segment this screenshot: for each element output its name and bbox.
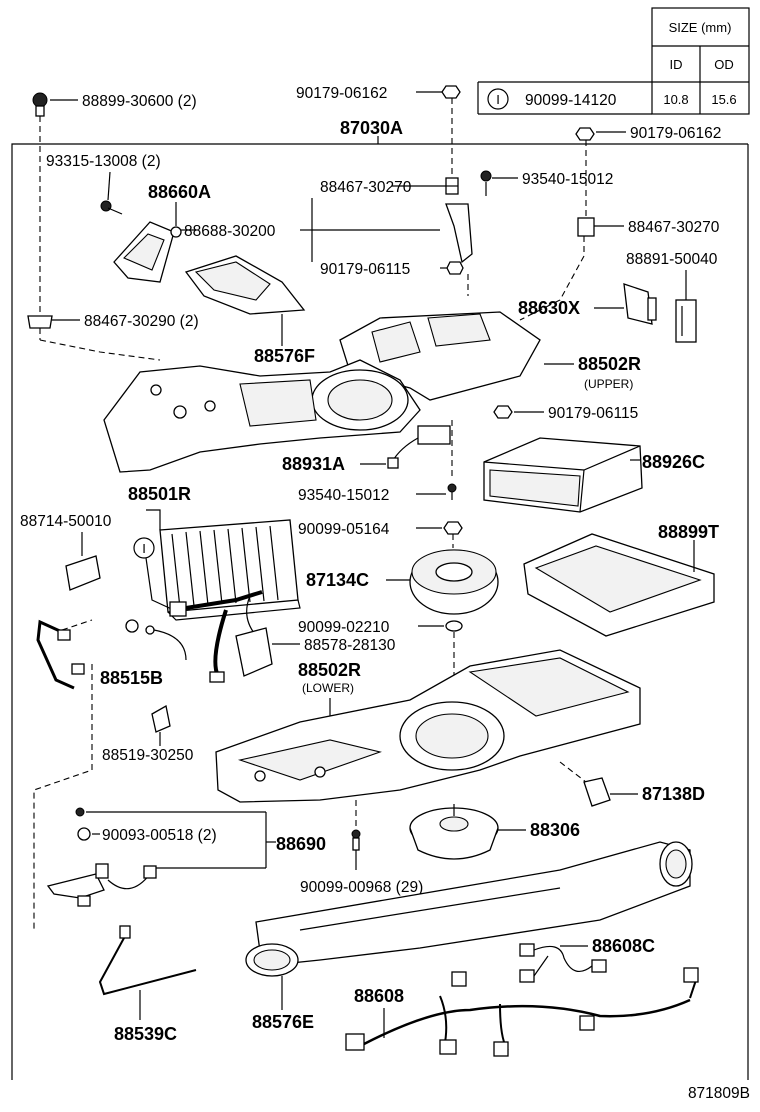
- size-table-col-od: OD: [714, 57, 734, 72]
- label-88899T: 88899T: [658, 522, 719, 542]
- label-90179-06162-right: 90179-06162: [630, 125, 721, 142]
- harness-88608: [345, 967, 699, 1057]
- harness-88608C: [519, 943, 607, 983]
- nut-90179-06115-a: [440, 261, 469, 296]
- nut-90099-05164: [416, 521, 463, 548]
- pipe-assembly: [36, 557, 263, 690]
- duct-88576E: [245, 841, 693, 1010]
- label-88926C: 88926C: [642, 452, 705, 472]
- label-upper-note: (UPPER): [584, 377, 633, 391]
- label-90179-06162-top: 90179-06162: [296, 85, 387, 102]
- seal-88714: [65, 555, 101, 591]
- label-88576E: 88576E: [252, 1012, 314, 1032]
- label-93540-15012-a: 93540-15012: [522, 171, 613, 188]
- label-88501R: 88501R: [128, 484, 191, 504]
- label-88519-30250: 88519-30250: [102, 747, 194, 764]
- label-88467-30290: 88467-30290 (2): [84, 313, 199, 330]
- label-88467-30270-a: 88467-30270: [320, 179, 412, 196]
- label-90099-02210: 90099-02210: [298, 619, 390, 636]
- nut-90179-06115-b: [493, 405, 544, 419]
- screw-88899: [32, 92, 78, 318]
- label-93540-15012-b: 93540-15012: [298, 487, 389, 504]
- size-table: SIZE (mm) ID OD I 90099-14120 10.8 15.6: [477, 7, 750, 115]
- duct-88576F: [184, 255, 306, 346]
- connector-88891: [675, 299, 697, 343]
- motor-88306: [409, 804, 526, 860]
- label-88714-50010: 88714-50010: [20, 513, 112, 530]
- label-lower-note: (LOWER): [302, 681, 354, 695]
- label-88306: 88306: [530, 820, 580, 840]
- label-87138D: 87138D: [642, 784, 705, 804]
- label-88660A: 88660A: [148, 182, 211, 202]
- screw-93315: [100, 171, 123, 215]
- size-table-symbol: I: [496, 92, 500, 107]
- label-88502R-lower: 88502R: [298, 660, 361, 680]
- bracket: [445, 203, 473, 264]
- grommet-88467-30270-a: [392, 177, 459, 195]
- insulator-88578-28130: [235, 627, 300, 677]
- screw-90099-00968: [351, 800, 361, 870]
- assembly-frame: 87030A: [11, 118, 749, 1080]
- size-table-col-id: ID: [670, 57, 683, 72]
- screw-90093-00518: [75, 807, 266, 841]
- lower-case-88502R: [215, 649, 641, 803]
- label-90099-05164: 90099-05164: [298, 521, 390, 538]
- label-90179-06115-b: 90179-06115: [548, 405, 638, 422]
- servo-motor-88660A: [113, 202, 182, 283]
- size-table-title: SIZE (mm): [669, 20, 732, 35]
- label-88688-30200: 88688-30200: [184, 223, 276, 240]
- label-87134C: 87134C: [306, 570, 369, 590]
- upper-case-88502R: [103, 311, 574, 473]
- evaporator-88501R: [159, 519, 301, 641]
- label-88515B: 88515B: [100, 668, 163, 688]
- clamp-88519-30250: [151, 704, 171, 746]
- figure-code: 871809B: [688, 1085, 750, 1102]
- fan-87134C: [386, 549, 499, 615]
- filter-case-88899T: [523, 533, 715, 637]
- hose-88539C: [98, 925, 197, 1020]
- label-88467-30270-b: 88467-30270: [628, 219, 720, 236]
- sensor-88931A: [360, 420, 453, 480]
- label-88608: 88608: [354, 986, 404, 1006]
- label-88931A: 88931A: [282, 454, 345, 474]
- callout-symbol: I: [142, 541, 146, 556]
- resistor-87138D: [559, 761, 638, 807]
- nut-90179-06162-right: [575, 127, 626, 218]
- label-88578-28130: 88578-28130: [304, 637, 396, 654]
- screw-93540-15012-b: [416, 483, 457, 500]
- screw-93540-15012-a: [480, 170, 518, 196]
- grommet-88467-30270-b: [519, 217, 624, 321]
- label-90093-00518: 90093-00518 (2): [102, 827, 217, 844]
- size-table-part-no: 90099-14120: [525, 92, 617, 109]
- label-90099-00968: 90099-00968 (29): [300, 879, 423, 896]
- label-90179-06115-a: 90179-06115: [320, 261, 410, 278]
- assembly-label: 87030A: [340, 118, 403, 138]
- callout-symbol-circle: [133, 537, 155, 559]
- filter-88926C: [483, 437, 643, 513]
- size-table-id-value: 10.8: [663, 92, 688, 107]
- label-88539C: 88539C: [114, 1024, 177, 1044]
- label-88608C: 88608C: [592, 936, 655, 956]
- valve-88515B: [125, 619, 187, 661]
- clip-88467-30290: [27, 315, 161, 361]
- label-88630X: 88630X: [518, 298, 580, 318]
- washer-90099-02210: [418, 620, 463, 680]
- label-88891-50040: 88891-50040: [626, 251, 718, 268]
- label-93315-13008: 93315-13008 (2): [46, 153, 161, 170]
- nut-90179-06162-top: [416, 85, 461, 178]
- label-88576F: 88576F: [254, 346, 315, 366]
- label-88690: 88690: [276, 834, 326, 854]
- label-88899-30600: 88899-30600 (2): [82, 93, 197, 110]
- label-88502R-upper: 88502R: [578, 354, 641, 374]
- resistor-88630X: [623, 283, 657, 325]
- harness-88690: [46, 863, 157, 907]
- size-table-od-value: 15.6: [711, 92, 736, 107]
